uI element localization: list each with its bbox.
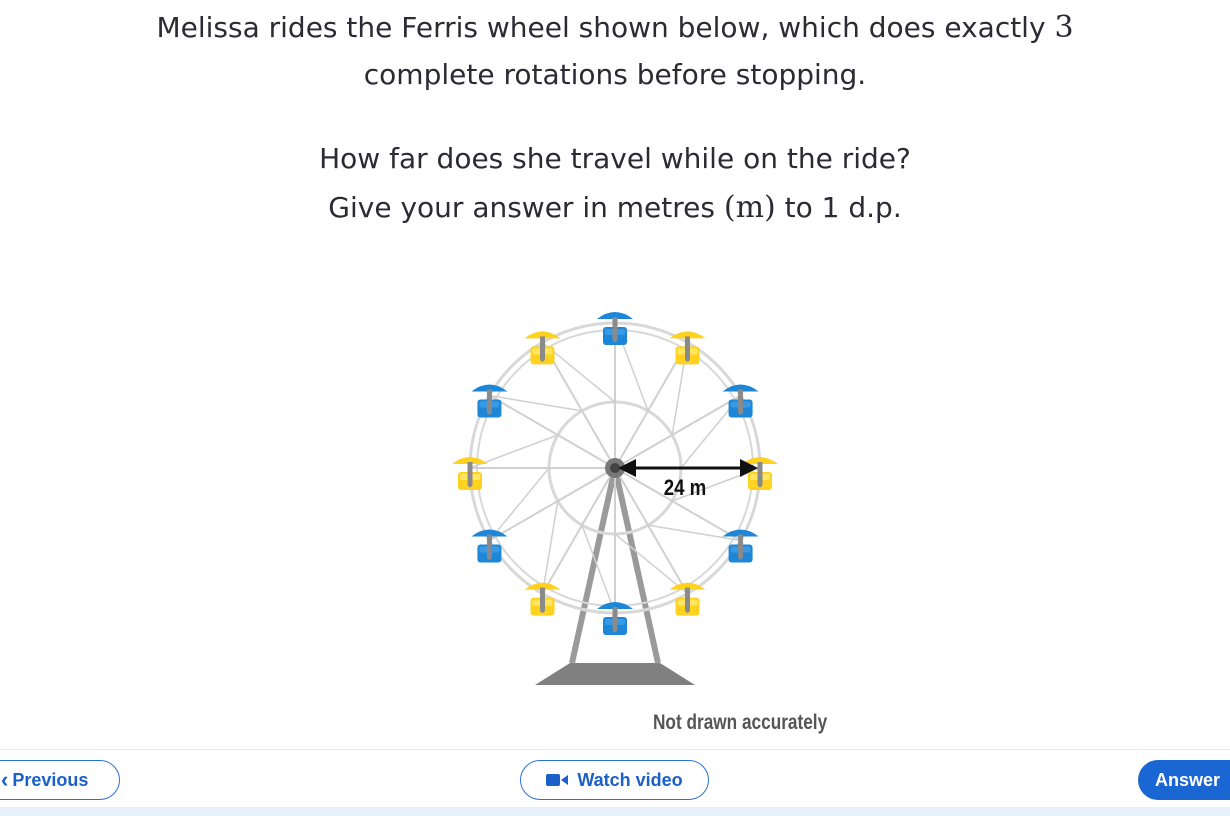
bottom-bar: [0, 807, 1230, 816]
answer-instructions-start: Give your answer in metres: [328, 191, 715, 224]
unit-metres: (m): [723, 190, 776, 225]
previous-button[interactable]: ‹ Previous: [0, 760, 120, 800]
previous-button-label: Previous: [12, 769, 89, 790]
radius-arrow: [618, 459, 758, 477]
watch-video-label: Watch video: [577, 769, 683, 790]
question-line-2: complete rotations before stopping.: [363, 58, 867, 91]
blue-cabin: [597, 602, 633, 635]
answer-button[interactable]: Answer: [1138, 760, 1230, 800]
ferris-wheel-diagram: 24 m: [452, 312, 778, 685]
yellow-cabin: [452, 457, 488, 490]
rotation-count: 3: [1054, 10, 1074, 45]
blue-cabin: [471, 384, 508, 418]
radius-label: 24 m: [664, 477, 707, 501]
question-prompt: How far does she travel while on the rid…: [319, 142, 911, 175]
answer-instructions-end: to 1 d.p.: [784, 191, 902, 224]
answer-instructions: Give your answer in metres (m) to 1 d.p.: [0, 190, 1230, 225]
question-line-1: Melissa rides the Ferris wheel shown bel…: [0, 10, 1230, 45]
video-camera-icon: [546, 774, 569, 786]
watch-video-button[interactable]: Watch video: [520, 760, 709, 800]
question-text: Melissa rides the Ferris wheel shown bel…: [156, 11, 1046, 44]
diagram-caption: Not drawn accurately: [653, 711, 828, 734]
divider: [0, 749, 1230, 750]
wheel-base: [535, 663, 695, 685]
blue-cabin: [597, 312, 633, 345]
chevron-left-icon: ‹: [1, 767, 9, 792]
blue-cabin: [722, 384, 759, 418]
answer-button-label: Answer: [1155, 769, 1221, 790]
